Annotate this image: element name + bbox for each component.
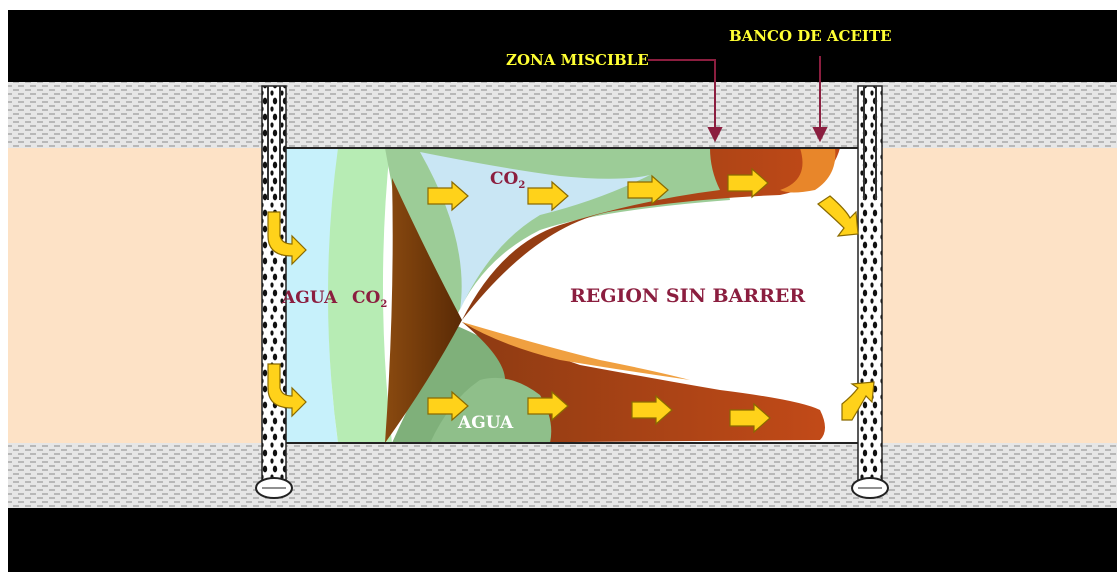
mixing-zone-lower bbox=[392, 325, 520, 443]
curved-arrow-icon bbox=[841, 381, 875, 421]
injection-arrows bbox=[267, 211, 307, 418]
arrow-down-icon bbox=[707, 127, 723, 143]
production-well bbox=[851, 85, 889, 499]
co2-bank bbox=[328, 148, 392, 443]
co2-top-subscript: 2 bbox=[518, 180, 525, 191]
arrow-right-icon bbox=[427, 390, 469, 422]
pointer-lines bbox=[648, 56, 828, 143]
label-co2-left: CO2 bbox=[352, 288, 387, 310]
injection-well bbox=[255, 85, 293, 499]
arrow-right-icon bbox=[527, 180, 569, 212]
arrow-down-icon bbox=[812, 127, 828, 143]
curved-arrow-icon bbox=[267, 211, 307, 266]
shale-layer-bottom bbox=[8, 443, 1117, 508]
label-agua-left: AGUA bbox=[281, 288, 338, 308]
water-bank bbox=[285, 148, 340, 443]
label-zona-miscible: ZONA MISCIBLE bbox=[506, 51, 649, 69]
cap-rock-bottom bbox=[8, 508, 1117, 572]
co2-left-subscript: 2 bbox=[380, 299, 387, 310]
miscible-front-upper bbox=[780, 148, 836, 193]
arrow-right-icon bbox=[427, 180, 469, 212]
label-region-sin-barrer: REGION SIN BARRER bbox=[570, 285, 805, 307]
cap-rock-top bbox=[8, 10, 1117, 82]
label-agua-bottom: AGUA bbox=[457, 413, 514, 433]
oil-wedge bbox=[385, 178, 462, 443]
curved-arrow-icon bbox=[267, 363, 307, 418]
co2-finger bbox=[420, 152, 650, 310]
label-co2-top: CO2 bbox=[490, 169, 525, 191]
flow-arrows bbox=[427, 167, 771, 434]
production-arrows bbox=[817, 195, 875, 421]
co2-left-base: CO bbox=[352, 288, 381, 308]
arrow-right-icon bbox=[727, 167, 769, 199]
water-zone-lower bbox=[430, 377, 552, 443]
shale-layer-top bbox=[8, 82, 1117, 148]
label-banco-de-aceite: BANCO DE ACEITE bbox=[729, 27, 892, 45]
arrow-right-icon bbox=[631, 394, 673, 426]
arrow-right-icon bbox=[527, 390, 569, 422]
arrow-right-icon bbox=[729, 402, 771, 434]
zona-miscible-pointer bbox=[648, 59, 716, 130]
co2-top-base: CO bbox=[490, 169, 519, 189]
arrow-right-icon bbox=[627, 174, 669, 206]
curved-arrow-icon bbox=[817, 195, 859, 237]
